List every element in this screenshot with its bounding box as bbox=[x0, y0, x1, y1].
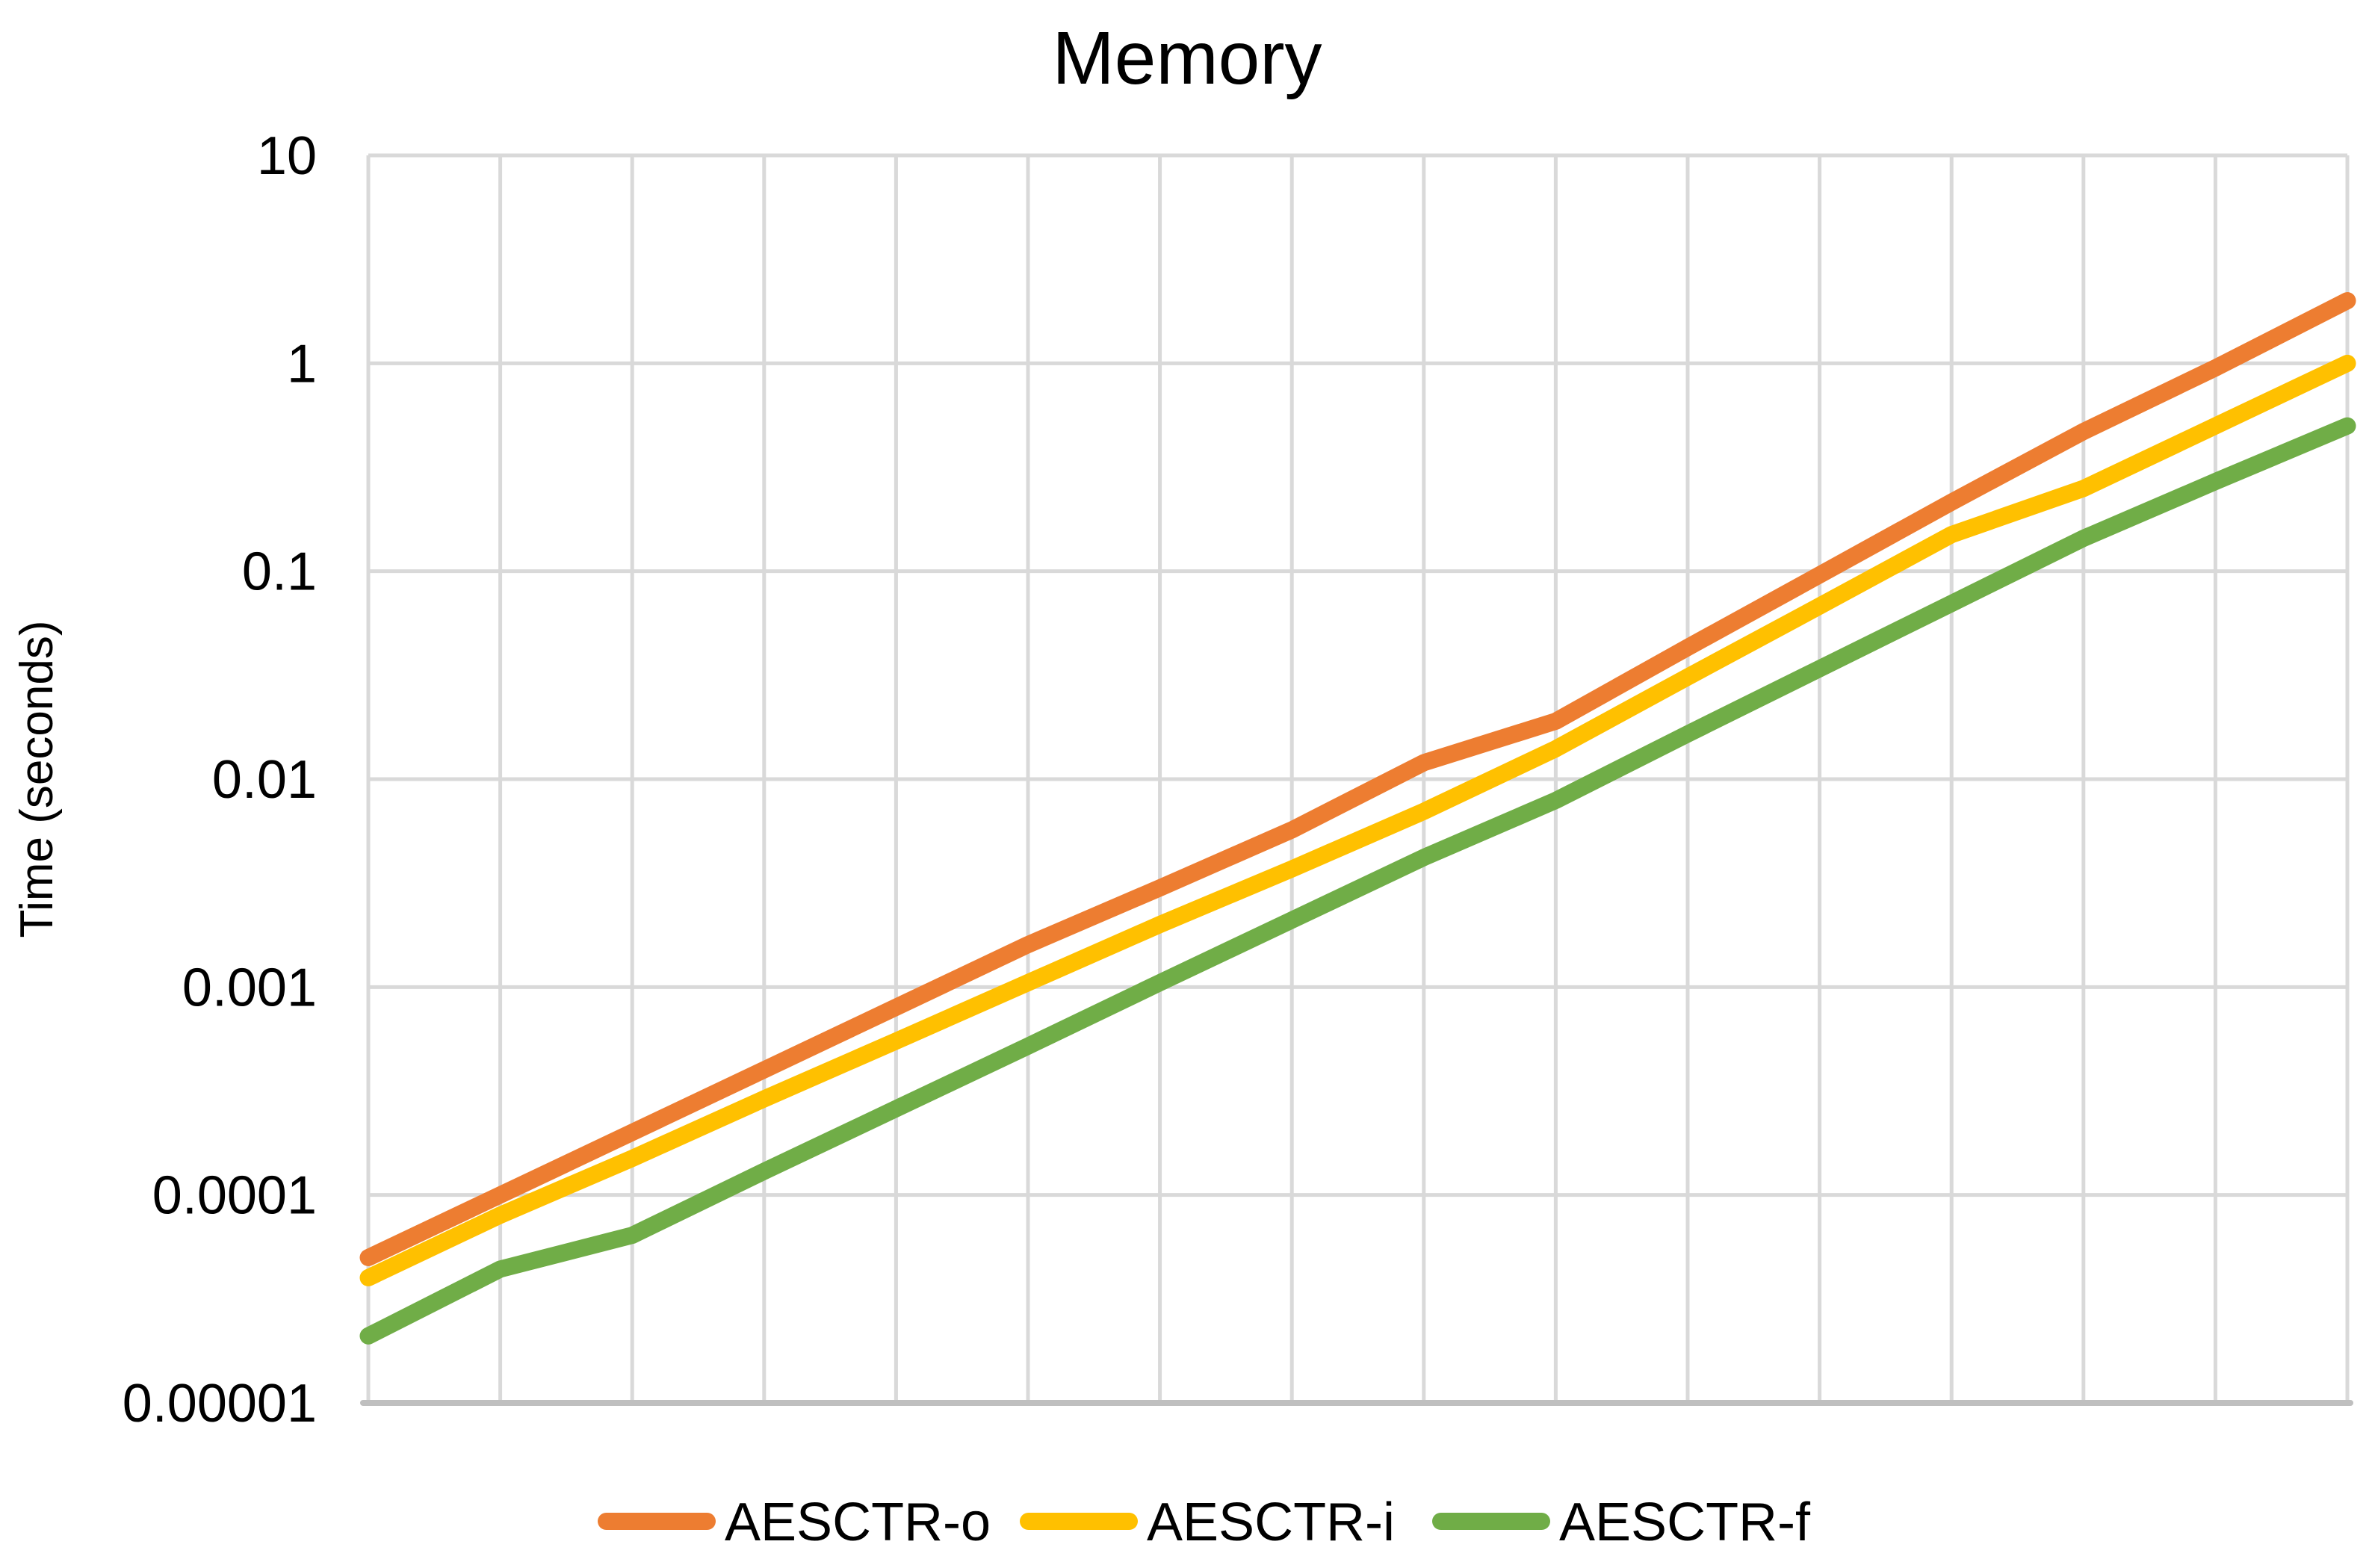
legend-item-aesctr-f: AESCTR-f bbox=[1432, 1493, 1811, 1552]
y-tick-label: 0.00001 bbox=[123, 1374, 317, 1434]
series-lines bbox=[359, 292, 2356, 1345]
legend-label-aesctr-i: AESCTR-i bbox=[1147, 1493, 1395, 1552]
y-tick-label: 10 bbox=[257, 126, 317, 186]
chart-title: Memory bbox=[1052, 16, 1322, 100]
legend-swatch-aesctr-i bbox=[1020, 1513, 1138, 1530]
series-line-aesctr-o bbox=[359, 292, 2356, 1266]
series-line-aesctr-i bbox=[359, 354, 2356, 1286]
y-tick-label: 0.01 bbox=[212, 750, 317, 810]
y-tick-labels: 10 1 0.1 0.01 0.001 0.0001 0.00001 bbox=[123, 126, 317, 1434]
legend-label-aesctr-o: AESCTR-o bbox=[725, 1493, 991, 1552]
legend-item-aesctr-i: AESCTR-i bbox=[1020, 1493, 1395, 1552]
legend-swatch-aesctr-o bbox=[598, 1513, 716, 1530]
y-axis-title: Time (seconds) bbox=[11, 621, 63, 938]
series-line-aesctr-f bbox=[359, 417, 2356, 1345]
y-tick-label: 0.001 bbox=[182, 958, 317, 1017]
legend: AESCTR-o AESCTR-i AESCTR-f bbox=[598, 1493, 1811, 1552]
y-tick-label: 1 bbox=[287, 334, 317, 394]
legend-swatch-aesctr-f bbox=[1432, 1513, 1550, 1530]
legend-label-aesctr-f: AESCTR-f bbox=[1559, 1493, 1811, 1552]
legend-item-aesctr-o: AESCTR-o bbox=[598, 1493, 991, 1552]
y-tick-label: 0.0001 bbox=[152, 1166, 317, 1226]
y-tick-label: 0.1 bbox=[242, 542, 317, 602]
